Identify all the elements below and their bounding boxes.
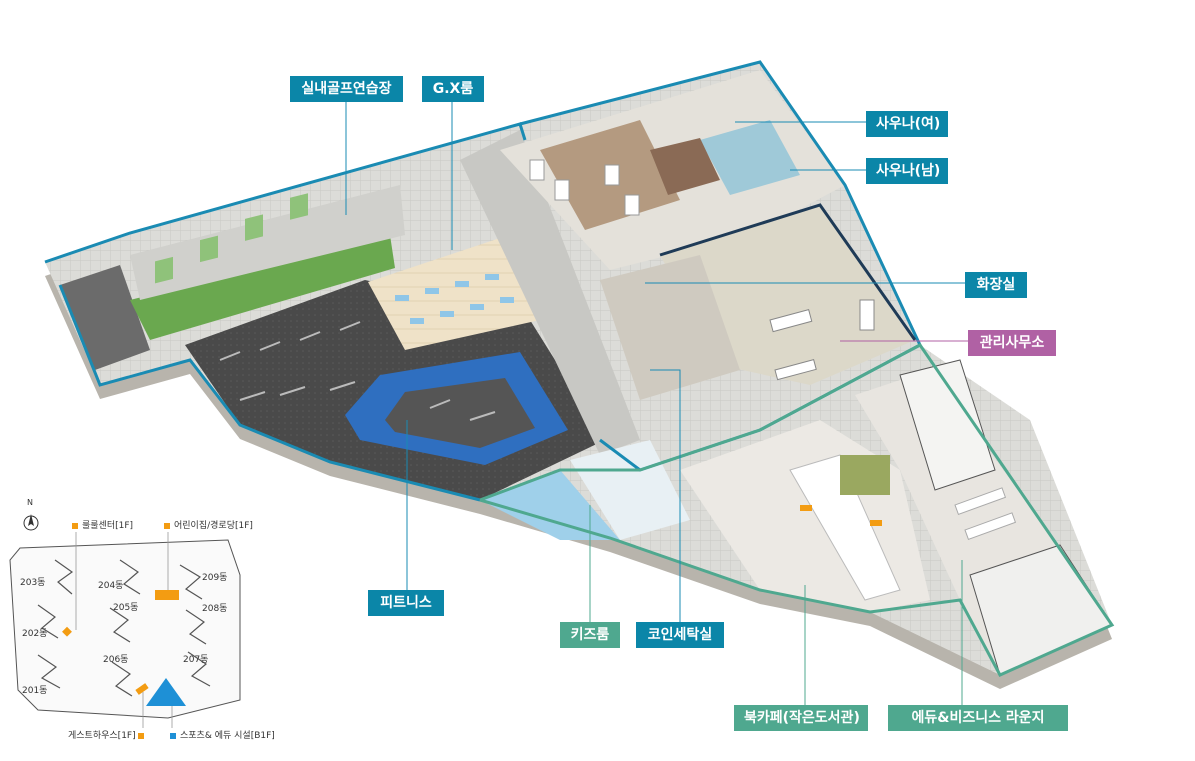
zone-outlines: [44, 60, 1115, 677]
building-label-205: 205동: [113, 603, 139, 613]
label-golf-practice: 실내골프연습장: [290, 76, 403, 102]
label-kids-room: 키즈룸: [560, 622, 620, 648]
legend-guesthouse-label: 게스트하우스[1F]: [68, 731, 136, 741]
bookcafe-zone: [680, 420, 930, 612]
edu-lounge-zone: [855, 359, 1113, 676]
legend-daycare: 어린이집/경로당[1F]: [164, 518, 253, 531]
label-sauna-male: 사우나(남): [866, 158, 948, 184]
label-edu-business-lounge: 에듀&비즈니스 라운지: [888, 705, 1068, 731]
site-minimap: [9, 514, 241, 728]
label-sauna-female: 사우나(여): [866, 111, 948, 137]
label-gx-room: G.X룸: [422, 76, 484, 102]
building-label-206: 206동: [103, 655, 129, 665]
gx-room-zone: [368, 238, 540, 350]
sauna-zone: [500, 70, 845, 270]
building-label-209: 209동: [202, 573, 228, 583]
leader-lines: [345, 101, 968, 705]
golf-zone: [60, 185, 405, 370]
legend-community-center: 룰룰센터[1F]: [72, 518, 133, 531]
corridor-zone: [460, 130, 640, 455]
legend-daycare-label: 어린이집/경로당[1F]: [174, 521, 253, 531]
legend-sports-edu-label: 스포츠& 에듀 시설[B1F]: [180, 731, 275, 741]
label-coin-laundry: 코인세탁실: [636, 622, 724, 648]
label-management-office: 관리사무소: [968, 330, 1056, 356]
building-label-201: 201동: [22, 686, 48, 696]
label-book-cafe: 북카페(작은도서관): [734, 705, 868, 731]
label-fitness: 피트니스: [368, 590, 444, 616]
legend-sports-edu: 스포츠& 에듀 시설[B1F]: [170, 728, 275, 741]
building-label-204: 204동: [98, 581, 124, 591]
label-restroom: 화장실: [965, 272, 1027, 298]
legend-community-center-label: 룰룰센터[1F]: [82, 521, 134, 531]
building-label-202: 202동: [22, 629, 48, 639]
legend-guesthouse: 게스트하우스[1F]: [68, 728, 148, 741]
compass-north-label: N: [27, 498, 33, 507]
building-label-207: 207동: [183, 655, 209, 665]
building-label-208: 208동: [202, 604, 228, 614]
building-label-203: 203동: [20, 578, 46, 588]
